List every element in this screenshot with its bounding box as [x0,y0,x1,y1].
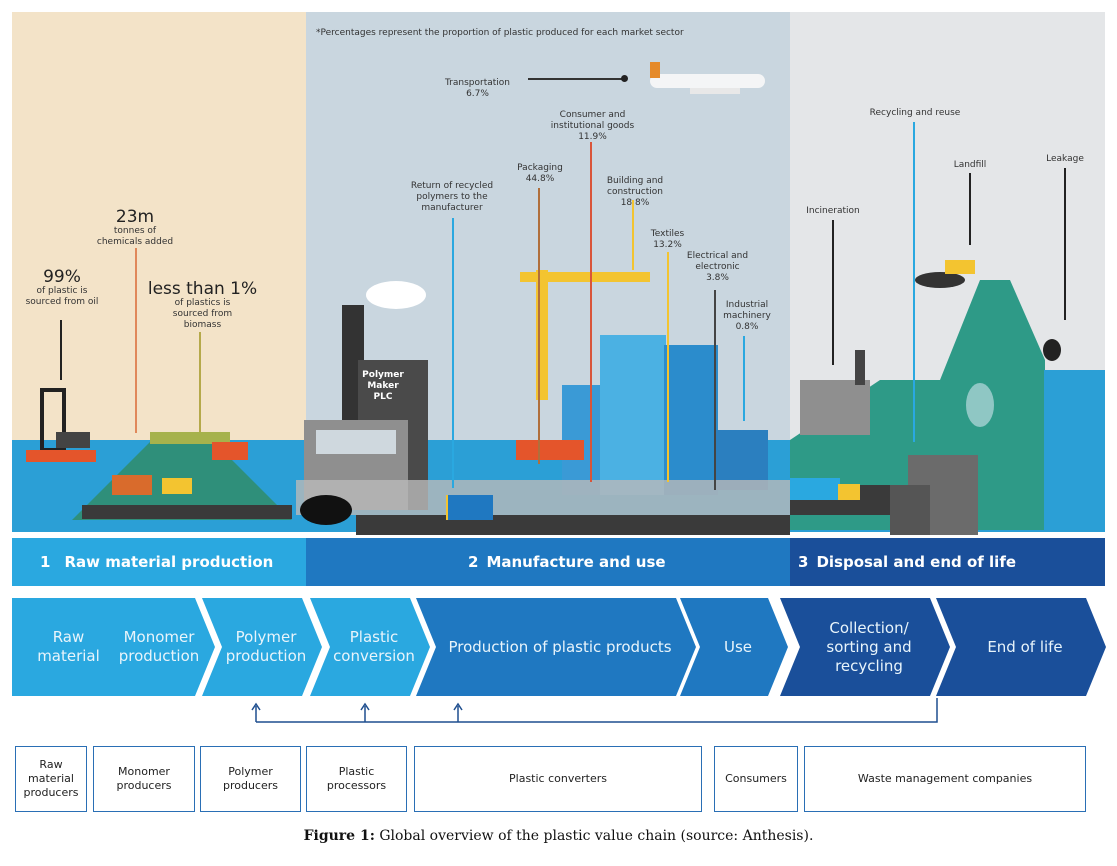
return-leader-line [452,218,454,488]
textiles-leader-line [667,252,669,482]
packaging-leader-line [538,188,540,464]
stage-chevron: Raw material [12,598,117,696]
consumer-goods-leader-line [590,142,592,482]
factory-sign: Polymer Maker PLC [362,370,404,402]
airplane-icon [650,62,765,94]
stage-label: Monomer production [118,628,200,665]
stage-chevron: Polymer production [202,598,322,696]
recycling-leader-line [913,122,915,442]
actor-raw-material-producers: Raw material producers [15,746,87,812]
actor-monomer-producers: Monomer producers [93,746,195,812]
landfill-label: Landfill [953,160,987,170]
chevron-shape [202,598,322,696]
electrical-leader-line [714,290,716,490]
chevron-shape [780,598,950,696]
manufacture-scene [296,270,790,535]
chevron-shape [310,598,430,696]
building-leader-line [632,200,634,270]
leakage-label: Leakage [1046,154,1084,164]
return-recycled-label: Return of recycled polymers to the manuf… [410,181,494,213]
stage-label: Production of plastic products [448,637,672,656]
stage-chevron: Plastic conversion [310,598,430,696]
incineration-leader-line [832,220,834,365]
stage-label: End of life [987,637,1063,656]
actor-plastic-processors: Plastic processors [306,746,407,812]
recycling-reuse-label: Recycling and reuse [869,108,961,118]
stat-biomass: less than 1%of plastics is sourced from … [147,279,258,330]
chevron-shape [416,598,696,696]
industrial-leader-line [743,336,745,421]
recycling-feedback-arrows [251,698,938,723]
incineration-label: Incineration [806,206,860,216]
stage-chevron: Monomer production [95,598,215,696]
transportation-dot [621,75,628,82]
stage-chevron: End of life [936,598,1106,696]
landfill-leader-line [969,173,971,245]
stage-label: Collection/ sorting and recycling [826,618,912,675]
biomass-leader-line [199,332,201,432]
sector-note: *Percentages represent the proportion of… [316,28,684,38]
leakage-leader-line [1064,168,1066,320]
figure-caption: Figure 1: Global overview of the plastic… [303,828,814,844]
disposal-scene [790,260,1105,535]
stage-label: Raw material [37,628,100,665]
actor-polymer-producers: Polymer producers [200,746,301,812]
stage-label: Plastic conversion [333,628,415,665]
actor-waste-management: Waste management companies [804,746,1086,812]
chevron-shape [12,598,117,696]
chevron-shape [936,598,1106,696]
stage-chevron: Use [680,598,788,696]
stage-label: Polymer production [225,628,307,665]
stage-label: Use [723,637,753,656]
transportation-leader-line [528,78,624,80]
actor-consumers: Consumers [714,746,798,812]
chevron-shape [95,598,215,696]
stage-chevron: Production of plastic products [416,598,696,696]
stat-oil: 99%of plastic is sourced from oil [25,267,99,307]
oil-leader-line [60,320,62,380]
raw-material-scene [26,388,292,520]
actor-plastic-converters: Plastic converters [414,746,702,812]
stage-chevron: Collection/ sorting and recycling [780,598,950,696]
chemicals-leader-line [135,248,137,433]
chevron-shape [680,598,788,696]
